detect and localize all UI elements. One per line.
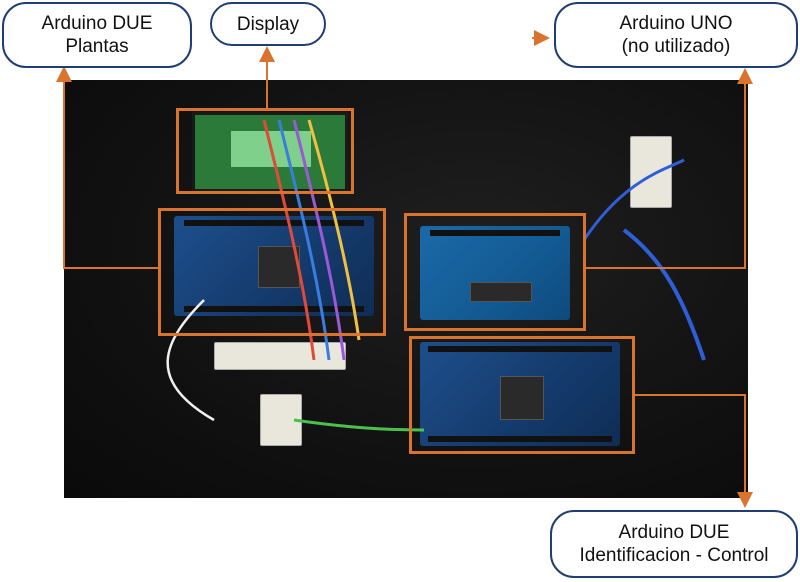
arduino-uno-board [420, 226, 570, 320]
callout-uno: Arduino UNO (no utilizado) [554, 2, 798, 68]
callout-due-plantas-line1: Arduino DUE [41, 13, 153, 34]
callout-due-control-line1: Arduino DUE [618, 522, 730, 543]
microcontroller-chip [258, 246, 300, 288]
microcontroller-chip [500, 376, 544, 420]
callout-due-control-line2: Identificacion - Control [579, 545, 769, 566]
frame-display [176, 108, 354, 194]
callout-uno-line2: (no utilizado) [621, 36, 731, 57]
callout-due-plantas: Arduino DUE Plantas [2, 2, 192, 68]
arduino-due-plantas-board [174, 216, 374, 316]
callout-display-label: Display [236, 13, 300, 35]
terminal-block [630, 136, 672, 208]
frame-due-plantas [158, 208, 386, 336]
callout-display: Display [210, 2, 326, 46]
lcd-display-module [192, 112, 348, 192]
arduino-due-control-board [420, 342, 620, 446]
pin-header [428, 436, 612, 442]
pin-header [184, 306, 364, 312]
pin-header [184, 220, 364, 226]
pin-header [430, 230, 560, 236]
callout-uno-line1: Arduino UNO [619, 13, 733, 34]
terminal-block [214, 342, 346, 370]
callout-due-control: Arduino DUE Identificacion - Control [550, 510, 798, 578]
wires [166, 119, 706, 432]
callout-due-plantas-line2: Plantas [65, 36, 129, 57]
pin-header [428, 346, 612, 352]
microcontroller-chip [470, 282, 532, 302]
frame-due-control [409, 336, 635, 454]
hardware-photo [64, 80, 748, 498]
frame-uno [404, 213, 586, 331]
